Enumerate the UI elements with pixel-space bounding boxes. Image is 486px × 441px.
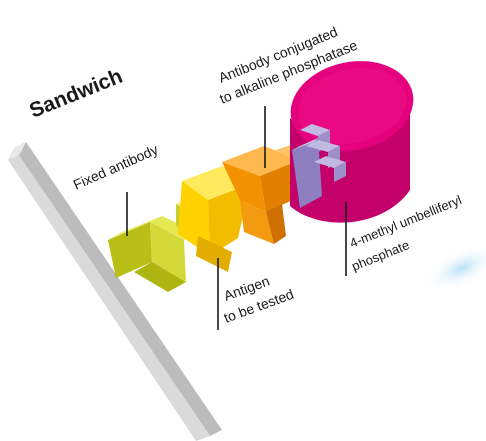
- label-fixed-antibody: Fixed antibody: [71, 141, 161, 193]
- diagram-title: Sandwich: [26, 65, 126, 123]
- substrate-shape: [292, 124, 346, 208]
- leader-lines: [126, 106, 347, 330]
- fluorescence-glow: [424, 244, 486, 292]
- solid-phase-plate: [8, 142, 222, 441]
